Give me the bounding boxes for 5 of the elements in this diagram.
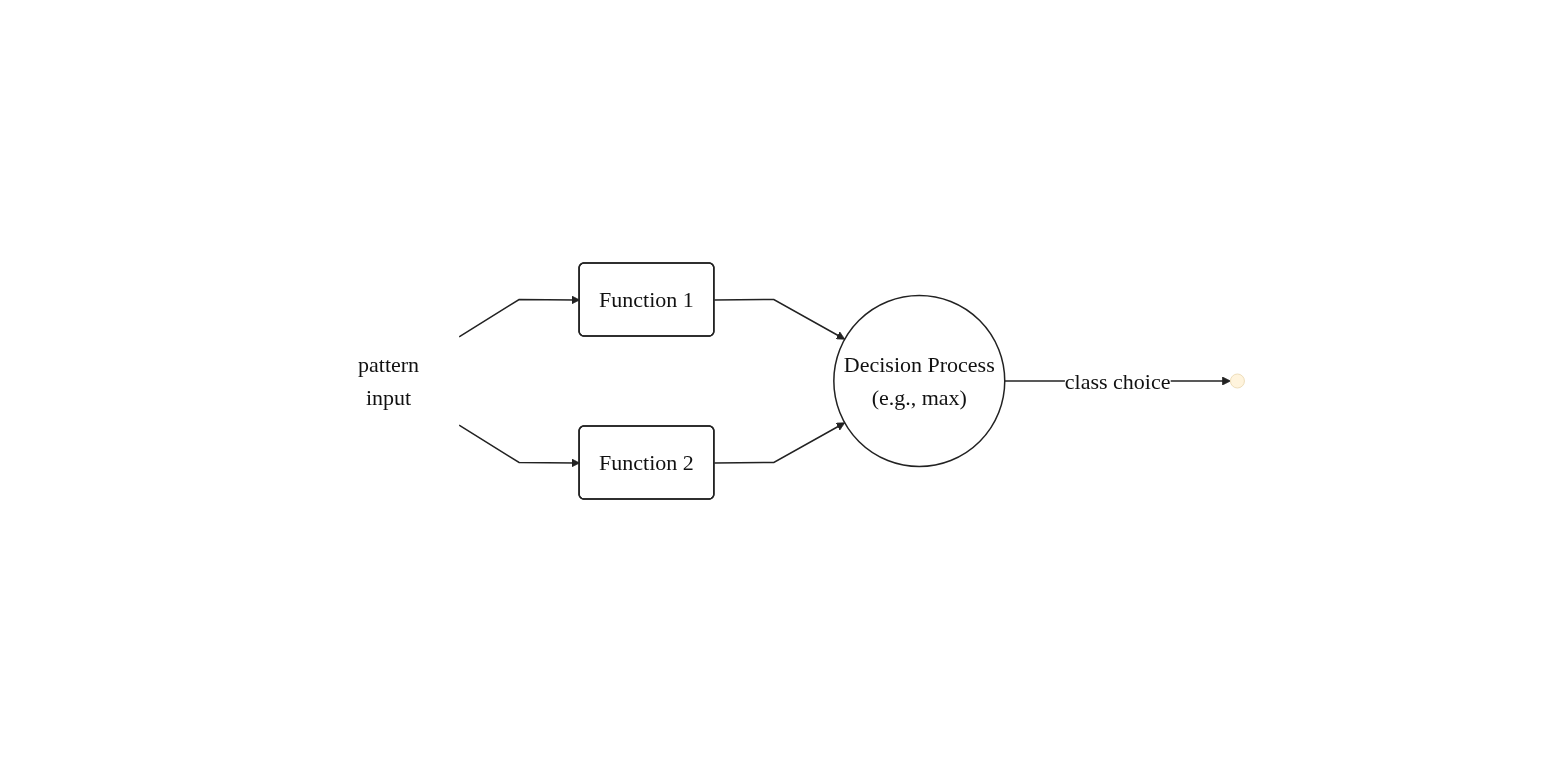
arrow bbox=[713, 422, 845, 464]
node-text: pattern input bbox=[357, 352, 419, 410]
edge-label: class choice bbox=[1064, 368, 1171, 394]
arrow bbox=[713, 298, 845, 340]
node-circle: Decision Process (e.g., max) bbox=[832, 294, 1006, 468]
